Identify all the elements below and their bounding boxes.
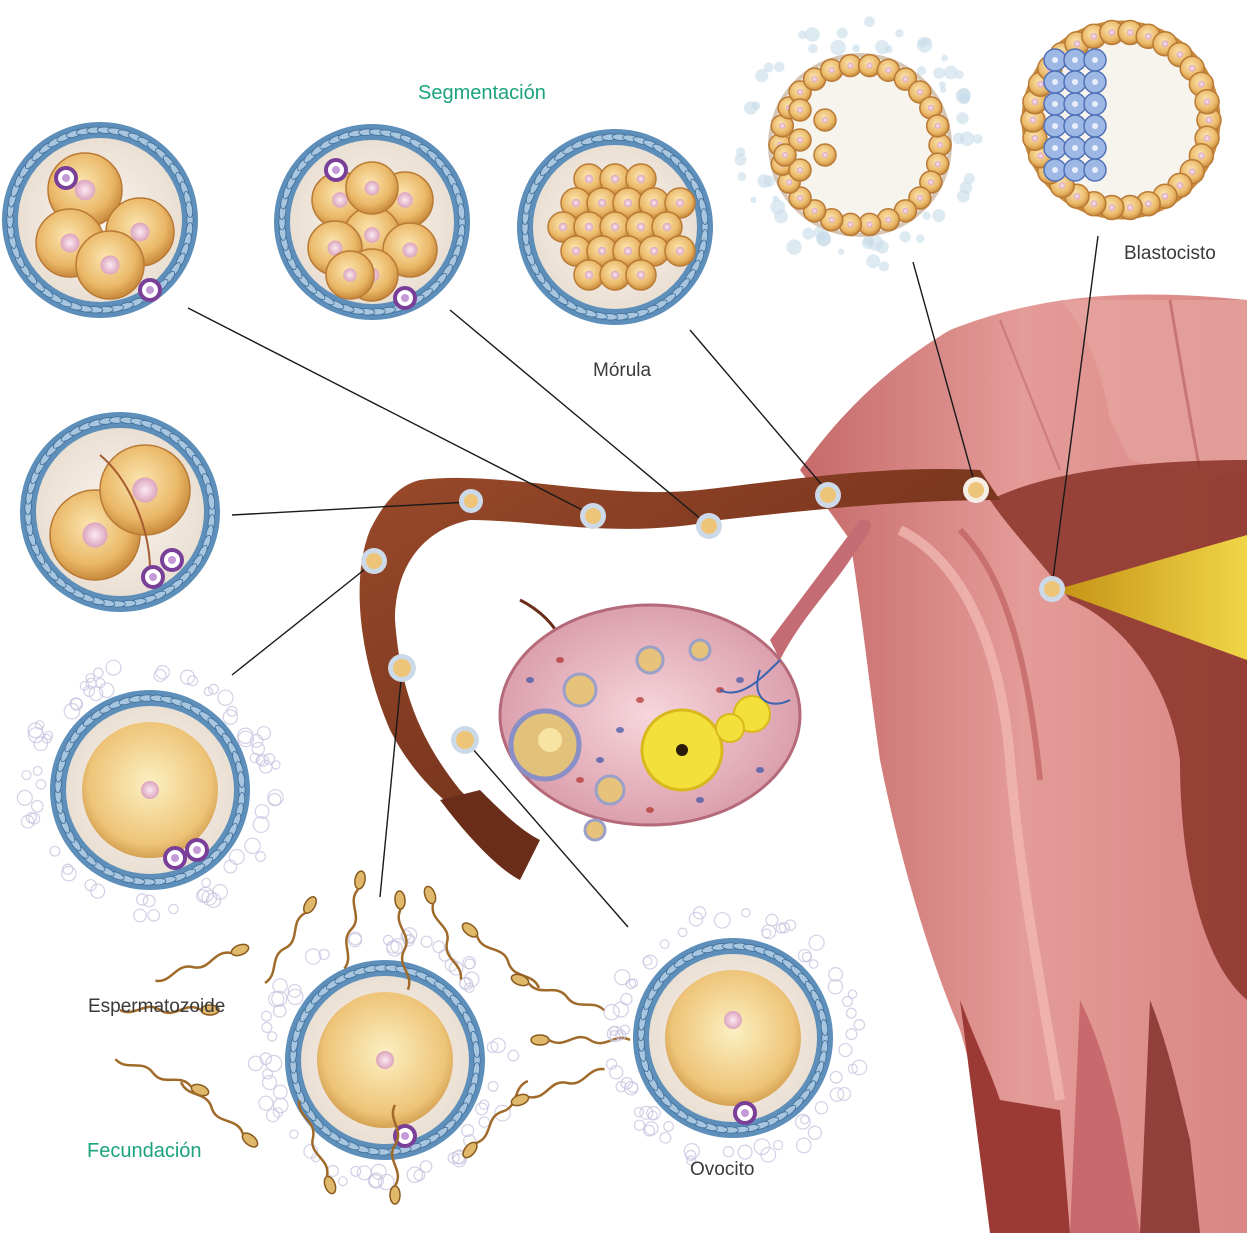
sperm-cell — [422, 885, 465, 981]
zygote — [17, 660, 283, 922]
espermatozoide-label: Espermatozoide — [88, 996, 225, 1018]
sperm-cell — [114, 1055, 210, 1098]
segmentacion-heading: Segmentación — [418, 82, 546, 105]
tube-blastocyst — [1039, 576, 1065, 602]
connector-4cell — [188, 308, 592, 515]
ovocito — [604, 907, 867, 1165]
fecundacion-heading: Fecundación — [87, 1140, 202, 1163]
tube-ovocito — [451, 726, 479, 754]
four-cell-embryo — [2, 122, 198, 318]
ovocito-label: Ovocito — [690, 1159, 754, 1181]
tube-fertilized — [388, 654, 416, 682]
tube-4cell — [580, 503, 606, 529]
tube-zygote — [361, 548, 387, 574]
follicle — [596, 776, 624, 804]
sperm-cell — [510, 1065, 606, 1108]
sperm-cell — [178, 1078, 260, 1149]
sperm-cell — [510, 972, 606, 1015]
blastocisto-label: Blastocisto — [1124, 243, 1216, 265]
morula — [517, 129, 713, 325]
eight-cell-embryo — [274, 124, 470, 320]
tube-early-blastocyst — [963, 477, 989, 503]
connector-morula — [690, 330, 828, 492]
uterus — [800, 294, 1247, 1233]
tube-2cell — [459, 489, 483, 513]
blastocyst — [1021, 20, 1221, 219]
connector-zygote — [232, 562, 374, 675]
sperm-cell — [261, 895, 319, 986]
early-blastocyst — [735, 16, 983, 271]
follicle — [564, 674, 596, 706]
morula-label: Mórula — [593, 360, 651, 382]
ovary — [500, 605, 800, 840]
tube-morula — [815, 482, 841, 508]
tube-8cell — [696, 513, 722, 539]
sperm-cell — [154, 942, 250, 985]
two-cell-embryo — [20, 412, 220, 612]
follicle — [690, 640, 710, 660]
sperm-cell — [339, 870, 366, 969]
follicle — [637, 647, 663, 673]
